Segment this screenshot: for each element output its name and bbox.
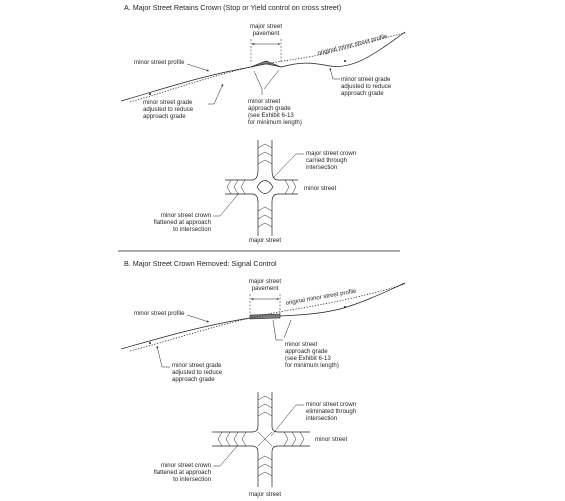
section-a-minor-profile-right <box>280 31 406 68</box>
section-a-minor-profile-left <box>120 66 252 102</box>
section-a-approach-leader-right <box>263 69 280 90</box>
section-a-flattened-3: to intersection <box>173 226 211 233</box>
section-a-grade-right-3: approach grade <box>341 90 384 97</box>
section-a-minor-profile-label: minor street profile <box>134 59 185 66</box>
section-a-minor-profile-leader <box>186 63 210 72</box>
section-b-approach-leader-right <box>283 319 292 339</box>
section-a-original-profile-label: original minor street profile <box>317 33 389 57</box>
section-a-grade-right-1: minor street grade <box>341 76 391 83</box>
section-b-original-profile-label: original minor street profile <box>285 288 358 307</box>
section-b-approach-grade-1: minor street <box>285 341 317 348</box>
section-a-approach-leader-left <box>253 70 263 95</box>
section-a-profile-point <box>344 60 346 62</box>
section-b-crown-note-3: intersection <box>306 415 337 422</box>
section-a-grade-left-3: approach grade <box>143 113 186 120</box>
section-b-flattened-leader <box>213 444 239 467</box>
section-b-flattened-2: flattened at approach <box>154 469 211 476</box>
section-b-plan-view <box>212 392 310 487</box>
section-a-approach-grade-3: (see Exhibit 6-13 <box>248 112 294 119</box>
section-a-grade-left-1: minor street grade <box>143 99 193 106</box>
section-a-grade-right-2: adjusted to reduce <box>341 83 392 90</box>
section-b-profile-point <box>344 306 346 308</box>
section-a-grade-left-2: adjusted to reduce <box>143 106 194 113</box>
section-b-crown-note-1: minor street crown <box>306 401 356 408</box>
section-a-approach-grade-4: for minimum length) <box>248 119 302 126</box>
section-b-minor-profile-label: minor street profile <box>134 310 185 317</box>
section-a-major-street-label: major street <box>249 237 281 244</box>
section-b-title: B. Major Street Crown Removed: Signal Co… <box>124 259 277 268</box>
section-b-approach-leader-left <box>272 319 283 341</box>
section-a-crown-note-2: carried through <box>306 157 347 164</box>
section-b-original-profile <box>129 283 406 352</box>
section-a-original-profile <box>129 32 406 103</box>
section-b-approach-grade-2: approach grade <box>285 348 328 355</box>
section-b-grade-left-3: approach grade <box>172 376 215 383</box>
section-b-pavement-label-2: pavement <box>252 285 279 292</box>
section-b: B. Major Street Crown Removed: Signal Co… <box>120 259 406 498</box>
section-b-pavement-label-1: major street <box>249 278 281 285</box>
section-a-crown-note-1: major street crown <box>306 150 356 157</box>
section-b-crown-note-2: eliminated through <box>306 408 356 415</box>
section-a-crown-note-leader <box>272 153 304 179</box>
section-a-flattened-2: flattened at approach <box>154 219 211 226</box>
section-a: A. Major Street Retains Crown (Stop or Y… <box>120 3 406 244</box>
section-a-plan-view <box>225 140 298 236</box>
section-b-pavement-flat <box>249 313 281 320</box>
section-a-grade-right-leader <box>329 67 340 80</box>
section-b-approach-grade-4: for minimum length) <box>285 362 339 369</box>
section-b-flattened-3: to intersection <box>173 476 211 483</box>
section-b-minor-profile-left <box>120 317 251 350</box>
section-a-approach-grade-1: minor street <box>248 98 280 105</box>
section-b-flattened-1: minor street crown <box>161 462 211 469</box>
section-b-approach-grade-3: (see Exhibit 6-13 <box>285 355 331 362</box>
section-a-pavement-label-1: major street <box>250 23 282 30</box>
section-b-minor-profile-right <box>279 282 406 317</box>
section-a-minor-street-label: minor street <box>304 185 336 192</box>
section-a-grade-left-leader <box>208 83 224 105</box>
section-a-flattened-1: minor street crown <box>161 212 211 219</box>
section-b-minor-profile-leader <box>186 314 210 323</box>
section-b-crown-note-leader <box>270 404 304 437</box>
section-a-crown-note-3: intersection <box>306 164 337 171</box>
section-a-approach-grade-2: approach grade <box>248 105 291 112</box>
section-b-grade-left-2: adjusted to reduce <box>172 369 223 376</box>
section-b-profile-point <box>149 342 151 344</box>
section-b-grade-left-1: minor street grade <box>172 362 222 369</box>
section-b-major-street-label: major street <box>249 491 281 498</box>
section-a-profile-point <box>149 93 151 95</box>
section-a-title: A. Major Street Retains Crown (Stop or Y… <box>124 3 341 12</box>
section-a-pavement-label-2: pavement <box>253 30 280 37</box>
section-b-grade-left-leader <box>156 345 170 368</box>
section-a-flattened-leader <box>213 192 240 217</box>
section-b-minor-street-label: minor street <box>315 436 347 443</box>
